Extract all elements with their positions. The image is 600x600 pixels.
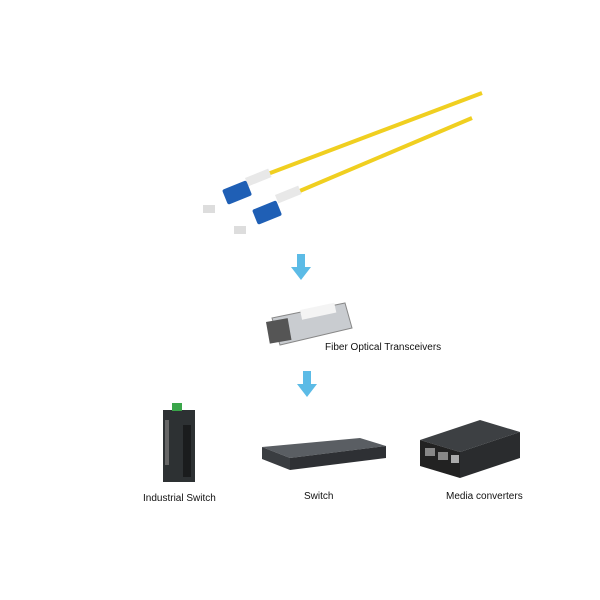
industrial-switch-image [163,403,195,482]
media-converter-image [420,420,520,478]
media-converter-label: Media converters [446,491,523,502]
fiber-patch-cable-image [203,91,483,234]
switch-label: Switch [304,491,334,502]
transceiver-label: Fiber Optical Transceivers [325,342,442,353]
arrow-down-icon [297,371,317,397]
switch-image [262,438,386,470]
transceiver-image [266,302,353,346]
industrial-switch-label: Industrial Switch [143,493,216,504]
arrow-down-icon [291,254,311,280]
